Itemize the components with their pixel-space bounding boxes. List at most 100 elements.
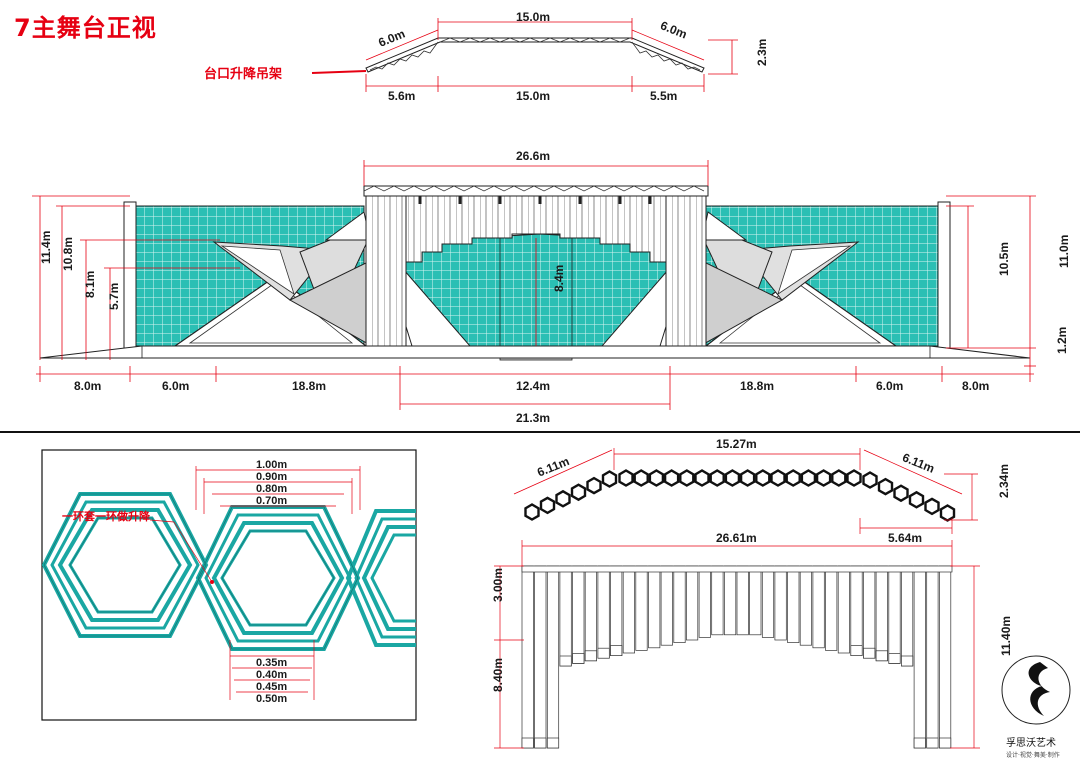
hex-truss-node [679,469,695,487]
frame-column [559,565,572,667]
frame-column [597,647,610,659]
frame-column [584,650,597,662]
dim-frame-left-height: 8.40m [491,658,505,692]
frame-column [521,565,953,573]
hex-truss-node [893,484,909,503]
dim-truss-center-lower: 15.0m [516,89,550,103]
dim-right-height-1: 10.5m [997,242,1011,276]
dim-right-height-2: 11.0m [1057,235,1071,268]
frame-column [926,565,939,749]
hex-truss-node [770,469,786,487]
frame-column [850,645,863,656]
frame-column [610,565,623,656]
dim-hex-outer-1: 1.00m [256,459,287,471]
frame-column [572,653,585,664]
dim-total-width: 21.3m [516,411,550,425]
brand-logo: 孚思沃艺术 设计·视觉·舞美·制作 [1001,655,1071,759]
dim-center-height: 8.4m [552,265,566,292]
dim-bottom-4: 12.4m [516,379,550,393]
frame-column [622,565,635,654]
frame-column [799,565,812,646]
ring-label: 一环套一环做升降 [62,509,151,523]
frame-column [534,565,547,749]
frame-column [597,565,610,659]
hex-truss-node [739,469,756,487]
dim-truss-left-lower: 5.6m [388,89,415,103]
hex-truss-node [908,490,925,509]
dim-hex-truss-left: 6.11m [535,454,571,479]
frame-column [774,565,787,641]
hex-truss-node [663,469,680,487]
hex-truss-node [939,504,956,522]
frame-column [711,565,724,636]
frame-column [521,565,534,749]
dim-hex-outer-3: 0.80m [256,483,287,495]
frame-column [837,565,850,654]
dim-left-height-2: 10.8m [61,237,75,271]
stage-elevation [32,160,1036,410]
hex-truss-node [924,497,940,516]
dim-hex-outer-2: 0.90m [256,471,287,483]
dim-bottom-2: 6.0m [162,379,189,393]
dim-hex-truss-right: 6.11m [900,450,936,475]
hex-truss-node [555,489,571,508]
frame-column [660,565,673,646]
dim-right-height-3: 1.2m [1055,327,1069,354]
hex-detail-panel [41,449,417,721]
dim-left-height-3: 8.1m [83,271,97,298]
dim-frame-top-height: 3.00m [491,568,505,602]
dim-left-height-4: 5.7m [107,283,121,310]
frame-column [825,565,838,651]
frame-column [521,737,534,749]
logo-tagline: 设计·视觉·舞美·制作 [1006,751,1060,759]
frame-column [875,565,888,662]
frame-column [673,565,686,643]
top-truss [311,18,738,92]
dim-truss-right-lower: 5.5m [650,89,677,103]
dim-bottom-5: 18.8m [740,379,774,393]
frame-column [939,737,952,749]
dim-truss-left-upper: 6.0m [376,27,407,50]
hex-truss-node [862,471,878,489]
frame-column [584,565,597,662]
frame-column [761,565,775,638]
dim-bottom-6: 6.0m [876,379,903,393]
dim-truss-center-upper: 15.0m [516,10,550,24]
frame-column [939,565,952,749]
dim-bottom-3: 18.8m [292,379,326,393]
frame-column [534,737,547,749]
frame-column [572,565,585,664]
hex-truss-dims [513,448,978,534]
hex-truss [524,469,956,522]
dim-bottom-7: 8.0m [962,379,989,393]
dim-hex-outer-4: 0.70m [256,495,287,507]
hex-truss-node [618,469,634,487]
frame-column [648,565,661,649]
frame-column [736,565,749,636]
hex-truss-node [648,469,665,487]
dim-truss-right-upper: 6.0m [658,18,689,41]
frame-column [863,565,876,659]
hex-truss-node [524,503,540,521]
frame-column [559,655,572,667]
page-title: 7主舞台正视 [14,14,157,42]
dim-hex-inner-2: 0.40m [256,669,287,681]
frame-column [749,565,762,636]
frame-column [913,737,926,749]
dim-truss-height: 2.3m [755,39,769,66]
dim-hex-inner-4: 0.50m [256,693,287,705]
frame-column [635,565,648,651]
dim-left-height-1: 11.4m [39,231,53,264]
frame-column [698,565,711,638]
frame-column [913,565,926,749]
hex-truss-node [586,476,602,495]
logo-name: 孚思沃艺术 [1006,737,1056,749]
dim-hex-truss-lower: 5.64m [888,531,922,545]
frame-column [901,655,914,667]
frame-column [724,565,737,636]
frame-column [686,565,699,641]
frame-column [875,650,888,662]
hex-truss-node [755,469,771,487]
dim-hex-truss-height: 2.34m [997,464,1011,498]
